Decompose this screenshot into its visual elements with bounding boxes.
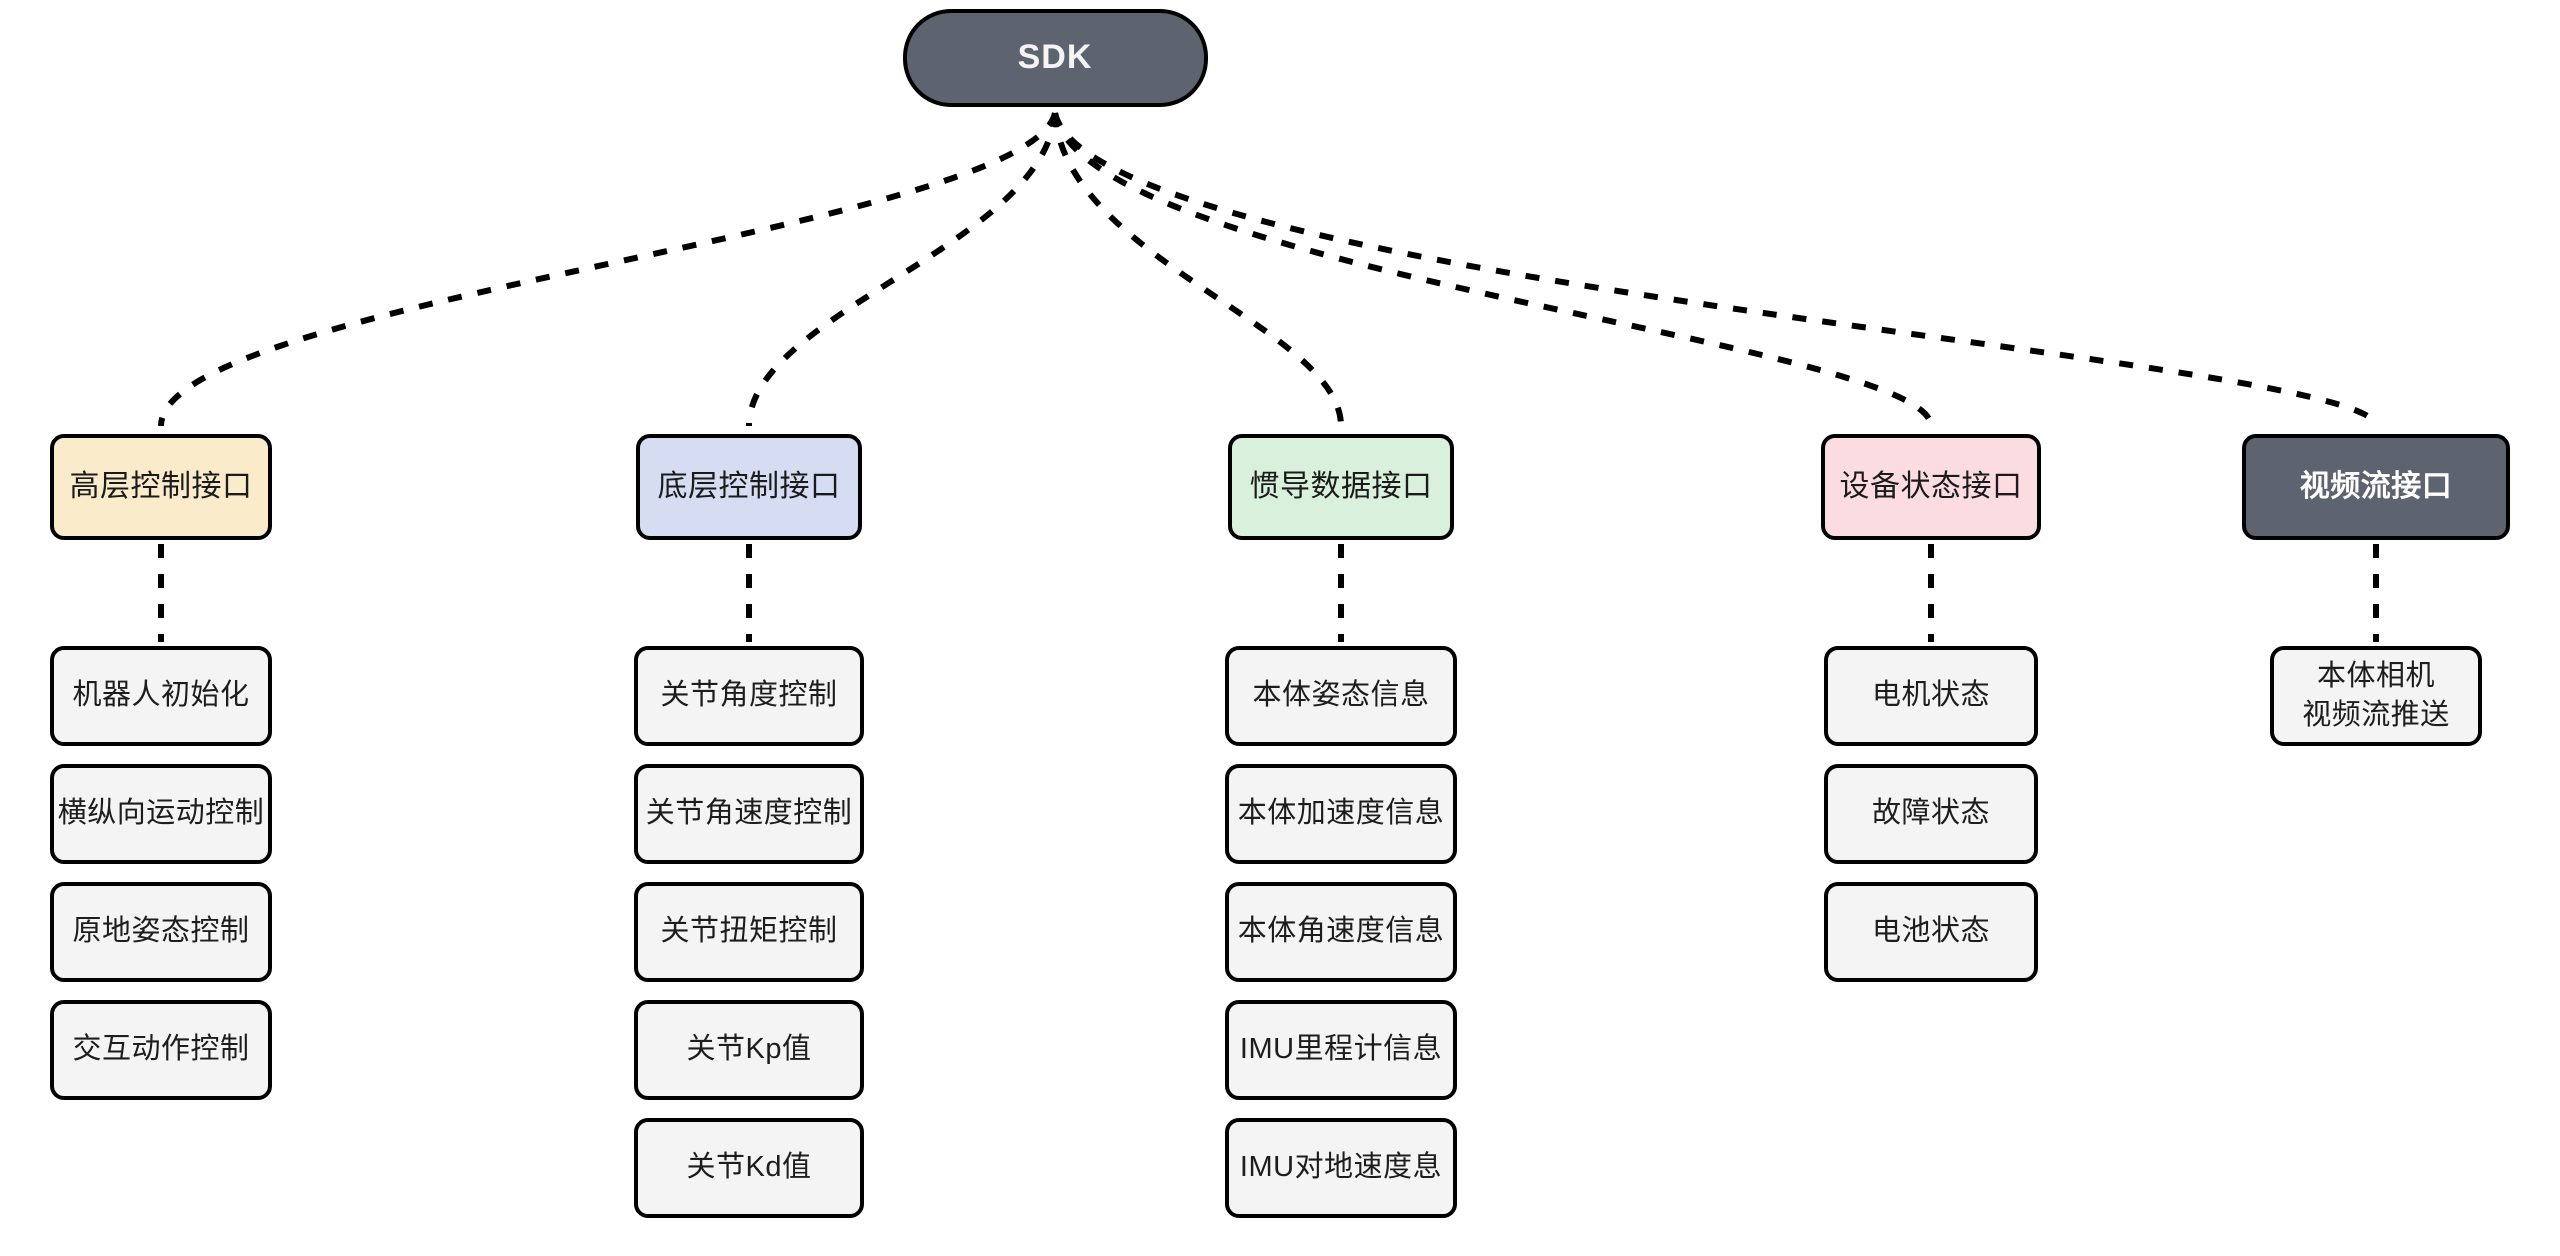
leaf-node-imu-data-1-label: 本体姿态信息 [1252, 679, 1430, 712]
leaf-node-low-level-control-5-label: 关节Kd值 [686, 1151, 812, 1184]
leaf-node-video-stream-1-label: 本体相机 视频流推送 [2302, 659, 2450, 731]
category-node-high-level-control[interactable]: 高层控制接口 [50, 434, 272, 540]
leaf-node-imu-data-5[interactable]: IMU对地速度息 [1225, 1118, 1457, 1218]
category-node-video-stream-label: 视频流接口 [2299, 469, 2453, 503]
edge-root-to-high-level-control [158, 112, 1058, 427]
leaf-node-high-level-control-4-label: 交互动作控制 [72, 1033, 250, 1066]
leaf-node-low-level-control-1[interactable]: 关节角度控制 [634, 646, 864, 746]
category-node-imu-data[interactable]: 惯导数据接口 [1228, 434, 1454, 540]
leaf-node-imu-data-5-label: IMU对地速度息 [1239, 1151, 1443, 1184]
root-node-sdk-label: SDK [1017, 38, 1093, 77]
leaf-node-imu-data-2-label: 本体加速度信息 [1237, 797, 1445, 830]
leaf-node-high-level-control-1[interactable]: 机器人初始化 [50, 646, 272, 746]
leaf-node-high-level-control-3-label: 原地姿态控制 [72, 915, 250, 948]
category-node-high-level-control-label: 高层控制接口 [69, 469, 253, 503]
category-node-video-stream[interactable]: 视频流接口 [2242, 434, 2510, 540]
leaf-node-imu-data-3-label: 本体角速度信息 [1237, 915, 1445, 948]
leaf-node-low-level-control-2[interactable]: 关节角速度控制 [634, 764, 864, 864]
leaf-node-low-level-control-3[interactable]: 关节扭矩控制 [634, 882, 864, 982]
leaf-node-low-level-control-5[interactable]: 关节Kd值 [634, 1118, 864, 1218]
leaf-node-video-stream-1[interactable]: 本体相机 视频流推送 [2270, 646, 2482, 746]
leaf-node-device-status-1[interactable]: 电机状态 [1824, 646, 2038, 746]
category-node-low-level-control[interactable]: 底层控制接口 [636, 434, 862, 540]
category-node-low-level-control-label: 底层控制接口 [657, 469, 841, 503]
leaf-node-imu-data-4[interactable]: IMU里程计信息 [1225, 1000, 1457, 1100]
edge-root-to-video-stream [1052, 112, 2379, 428]
leaf-node-device-status-3[interactable]: 电池状态 [1824, 882, 2038, 982]
category-node-device-status-label: 设备状态接口 [1839, 469, 2023, 503]
edge-root-to-imu-data [1052, 112, 1344, 427]
leaf-node-low-level-control-4-label: 关节Kp值 [686, 1033, 812, 1066]
leaf-node-device-status-1-label: 电机状态 [1871, 679, 1990, 712]
category-node-imu-data-label: 惯导数据接口 [1249, 469, 1433, 503]
leaf-node-low-level-control-2-label: 关节角速度控制 [645, 797, 853, 830]
leaf-node-high-level-control-4[interactable]: 交互动作控制 [50, 1000, 272, 1100]
leaf-node-imu-data-3[interactable]: 本体角速度信息 [1225, 882, 1457, 982]
leaf-node-high-level-control-1-label: 机器人初始化 [72, 679, 250, 712]
leaf-node-low-level-control-4[interactable]: 关节Kp值 [634, 1000, 864, 1100]
leaf-node-high-level-control-3[interactable]: 原地姿态控制 [50, 882, 272, 982]
edge-root-to-device-status [1052, 112, 1934, 427]
leaf-node-device-status-3-label: 电池状态 [1871, 915, 1990, 948]
leaf-node-high-level-control-2[interactable]: 横纵向运动控制 [50, 764, 272, 864]
leaf-node-imu-data-4-label: IMU里程计信息 [1239, 1033, 1443, 1066]
leaf-node-imu-data-1[interactable]: 本体姿态信息 [1225, 646, 1457, 746]
root-node-sdk[interactable]: SDK [902, 9, 1208, 107]
leaf-node-device-status-2-label: 故障状态 [1871, 797, 1990, 830]
leaf-node-imu-data-2[interactable]: 本体加速度信息 [1225, 764, 1457, 864]
leaf-node-low-level-control-1-label: 关节角度控制 [660, 679, 838, 712]
leaf-node-device-status-2[interactable]: 故障状态 [1824, 764, 2038, 864]
leaf-node-high-level-control-2-label: 横纵向运动控制 [57, 797, 265, 830]
category-node-device-status[interactable]: 设备状态接口 [1821, 434, 2041, 540]
leaf-node-low-level-control-3-label: 关节扭矩控制 [660, 915, 838, 948]
edge-root-to-low-level-control [746, 112, 1058, 427]
